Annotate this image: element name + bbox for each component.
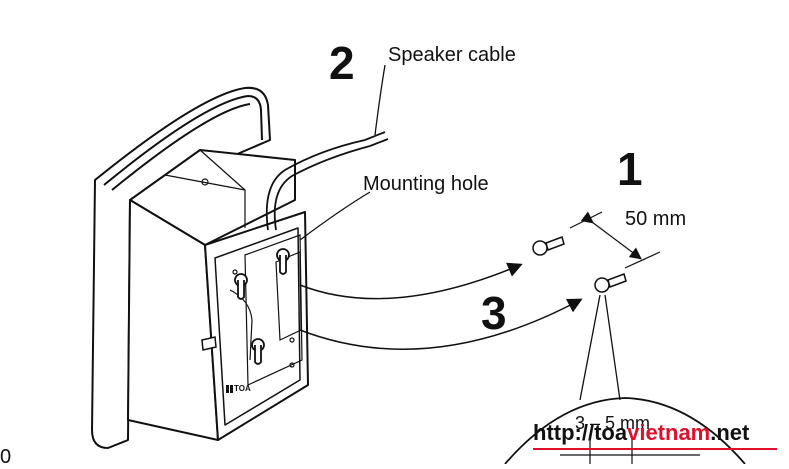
- screw-diameter-label: 3 – 5 mm: [575, 413, 651, 433]
- watermark-highlight: vietnam: [627, 420, 711, 445]
- arrow-to-upper-screw: [299, 262, 523, 300]
- speaker-cable-label: Speaker cable: [388, 44, 516, 66]
- watermark-underline: [533, 448, 777, 450]
- detail-zoom-circle: [504, 397, 746, 465]
- step-1-number: 1: [617, 143, 643, 195]
- step-2-number: 2: [329, 37, 355, 89]
- step-3-number: 3: [481, 287, 507, 339]
- dimension-50mm: [569, 211, 661, 269]
- panel-dot: [289, 362, 295, 368]
- watermark[interactable]: http://toavietnam.net: [533, 421, 749, 445]
- panel-dot: [232, 269, 238, 275]
- arrow-to-lower-screw: [299, 298, 583, 350]
- screw-upper: [532, 236, 565, 256]
- mounting-hole-label: Mounting hole: [363, 173, 489, 195]
- speaker-front-frame: [91, 86, 271, 449]
- screw-lower: [594, 273, 627, 293]
- speaker-cable: [265, 131, 389, 231]
- leader-lines: [299, 64, 621, 401]
- distance-label: 50 mm: [625, 208, 687, 230]
- panel-dot: [289, 337, 295, 343]
- watermark-prefix: http://toa: [533, 420, 628, 445]
- housing-clip: [201, 336, 217, 351]
- watermark-suffix: .net: [710, 420, 750, 445]
- speaker-housing: [127, 149, 309, 441]
- keyhole-upper: [276, 248, 290, 275]
- keyhole-lower: [251, 338, 265, 365]
- toa-logo-mark: [226, 385, 233, 393]
- keyhole-left: [234, 273, 248, 300]
- brand-mark: TOA: [234, 384, 251, 393]
- edge-fragment-text: 0: [0, 446, 12, 468]
